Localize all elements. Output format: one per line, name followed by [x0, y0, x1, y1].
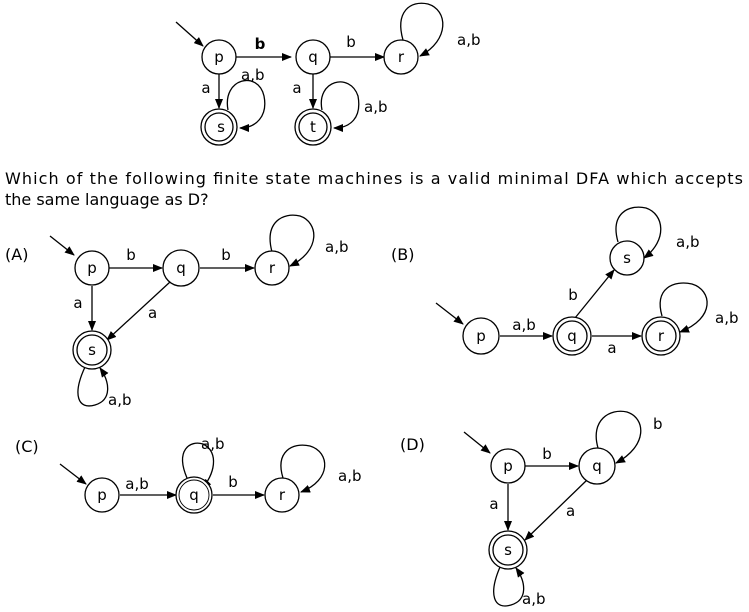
- edge-label: a,b: [201, 435, 224, 453]
- state-label: r: [658, 327, 665, 345]
- state-label: s: [88, 341, 96, 359]
- edge-label: a,b: [325, 238, 348, 256]
- state-label: p: [214, 48, 224, 66]
- option-d-label: (D): [400, 435, 425, 454]
- question-line-2: the same language as D?: [5, 190, 209, 209]
- loop-s: [77, 366, 109, 407]
- loop-r: [280, 444, 326, 493]
- state-label: r: [269, 259, 276, 277]
- state-s: [72, 330, 112, 370]
- state-label: r: [279, 486, 286, 504]
- state-p: [462, 317, 500, 355]
- state-label: q: [308, 48, 318, 66]
- edge-label: a,b: [125, 475, 148, 493]
- edge-label: b: [346, 33, 356, 51]
- option-a-diagram: (A) p q r s b b a,b a a a,b: [5, 214, 348, 409]
- edge-label: a,b: [108, 391, 131, 409]
- edge-label: b: [542, 445, 552, 463]
- edge-label: a: [201, 79, 210, 97]
- state-p: [74, 250, 110, 286]
- edge-label: a: [73, 294, 82, 312]
- state-label: p: [97, 486, 107, 504]
- state-s: [609, 240, 645, 276]
- start-arrow: [49, 235, 75, 256]
- dfa-d-diagram: p q r s t b b a,b a a,b a a,b: [175, 2, 480, 146]
- edge-label: b: [221, 246, 231, 264]
- state-q: [162, 249, 200, 287]
- edge-label: a,b: [338, 467, 361, 485]
- question-line-1: Which of the following finite state mach…: [5, 169, 743, 188]
- option-c-diagram: (C) p q r a,b a,b b a,b: [15, 435, 361, 514]
- option-a-label: (A): [5, 245, 28, 264]
- state-q: [295, 39, 331, 75]
- state-label: p: [503, 457, 513, 475]
- edge-label: b: [568, 286, 578, 304]
- state-r: [254, 250, 290, 286]
- state-p: [490, 448, 526, 484]
- state-label: q: [567, 327, 577, 345]
- edge-label: a: [148, 304, 157, 322]
- loop-q: [595, 410, 642, 464]
- edge-label: a,b: [241, 66, 264, 84]
- state-s: [488, 530, 528, 570]
- edge-q-s: [574, 269, 615, 319]
- loop-s: [615, 206, 662, 259]
- state-t: [294, 108, 332, 146]
- edge-q-s: [106, 281, 171, 341]
- edge-label: a,b: [676, 233, 699, 251]
- option-c-label: (C): [15, 437, 39, 456]
- state-r: [641, 316, 681, 356]
- edge-label: a,b: [522, 590, 545, 608]
- edge-label: a: [489, 495, 498, 513]
- loop-t: [320, 81, 360, 132]
- edge-label: a: [292, 79, 301, 97]
- state-p: [84, 477, 120, 513]
- edge-label: b: [255, 35, 266, 53]
- state-s: [200, 108, 238, 146]
- state-p: [201, 39, 237, 75]
- start-arrow: [435, 302, 464, 325]
- loop-q: [181, 442, 215, 489]
- edge-label: a,b: [512, 316, 535, 334]
- edge-label: b: [653, 415, 663, 433]
- start-arrow: [463, 431, 491, 454]
- state-label: q: [176, 259, 186, 277]
- state-label: r: [398, 48, 405, 66]
- state-label: s: [217, 118, 225, 136]
- option-b-diagram: (B) p q r s a,b b a,b a a,b: [391, 206, 738, 357]
- loop-r: [400, 2, 444, 57]
- state-label: p: [87, 259, 97, 277]
- state-label: q: [189, 486, 199, 504]
- edge-label: a,b: [457, 31, 480, 49]
- loop-s: [226, 79, 266, 132]
- edge-label: a: [566, 502, 575, 520]
- state-q: [175, 476, 213, 514]
- option-b-label: (B): [391, 245, 414, 264]
- state-q: [552, 316, 592, 356]
- state-label: q: [592, 457, 602, 475]
- loop-r: [269, 214, 315, 267]
- edge-label: a,b: [364, 98, 387, 116]
- option-d-diagram: (D) p q s b b a a a,b: [400, 410, 663, 608]
- state-label: s: [623, 249, 631, 267]
- state-label: t: [310, 118, 316, 136]
- state-label: p: [476, 327, 486, 345]
- loop-r: [659, 282, 708, 333]
- edge-label: a: [607, 339, 616, 357]
- state-q: [578, 447, 616, 485]
- start-arrow: [59, 463, 87, 485]
- edge-label: b: [228, 473, 238, 491]
- edge-q-s: [524, 479, 588, 541]
- edge-label: b: [126, 246, 136, 264]
- edge-label: a,b: [715, 309, 738, 327]
- state-r: [264, 477, 300, 513]
- state-label: s: [504, 541, 512, 559]
- state-r: [383, 39, 419, 75]
- loop-s: [493, 566, 525, 607]
- start-arrow: [175, 21, 204, 47]
